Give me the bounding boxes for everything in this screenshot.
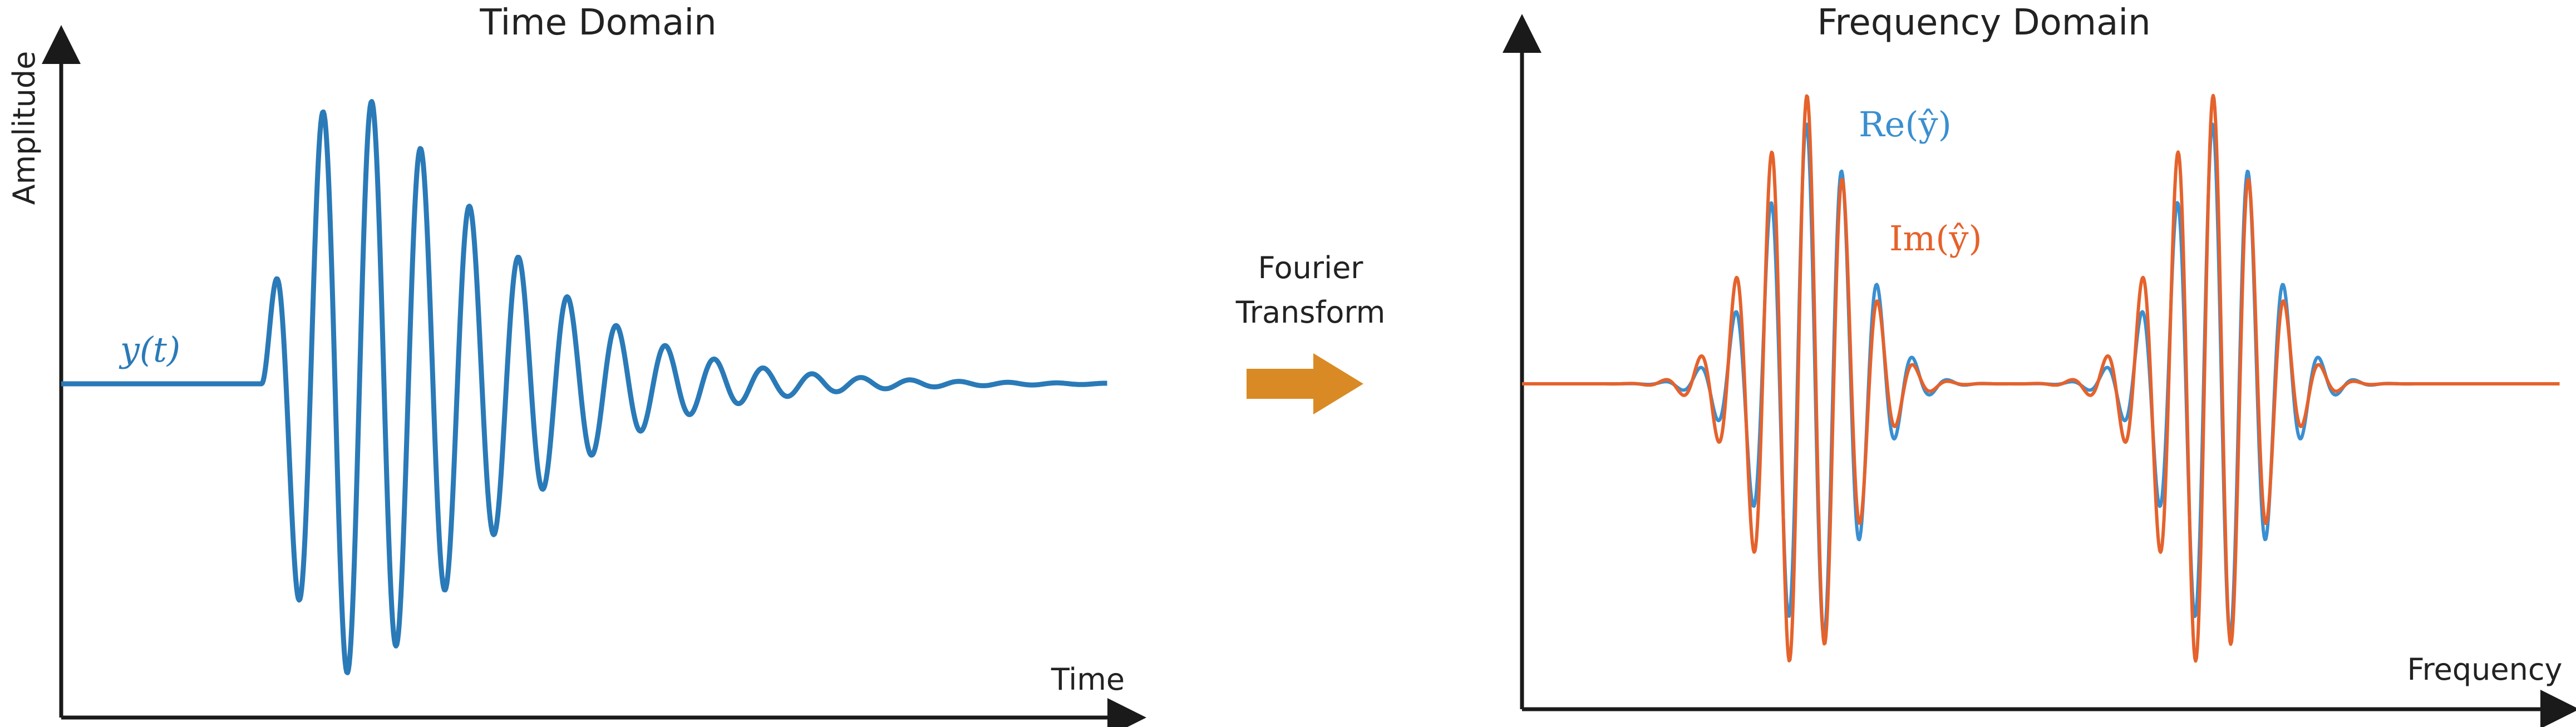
transform-label-line2: Transform (1235, 295, 1386, 330)
fourier-transform-arrow-group: Fourier Transform (1235, 250, 1386, 414)
time-y-axis-label: Amplitude (7, 51, 42, 205)
time-signal-label: y(t) (119, 329, 180, 370)
frequency-domain-title: Frequency Domain (1817, 2, 2150, 43)
time-domain-title: Time Domain (479, 2, 716, 43)
time-domain-panel: Time Domain Amplitude Time y(t) (7, 2, 1146, 727)
frequency-x-axis-label: Frequency (2407, 652, 2563, 687)
real-part-curve (1521, 122, 2560, 637)
transform-arrow-icon (1247, 353, 1363, 414)
imaginary-part-curve (1521, 93, 2560, 663)
imaginary-part-label: Im(ŷ) (1889, 218, 1982, 259)
frequency-domain-panel: Frequency Domain Frequency Re(ŷ) Im(ŷ) (1503, 2, 2576, 727)
transform-label-line1: Fourier (1258, 250, 1363, 285)
time-signal-curve (60, 99, 1109, 675)
time-x-axis-label: Time (1051, 662, 1125, 697)
real-part-label: Re(ŷ) (1859, 104, 1952, 145)
